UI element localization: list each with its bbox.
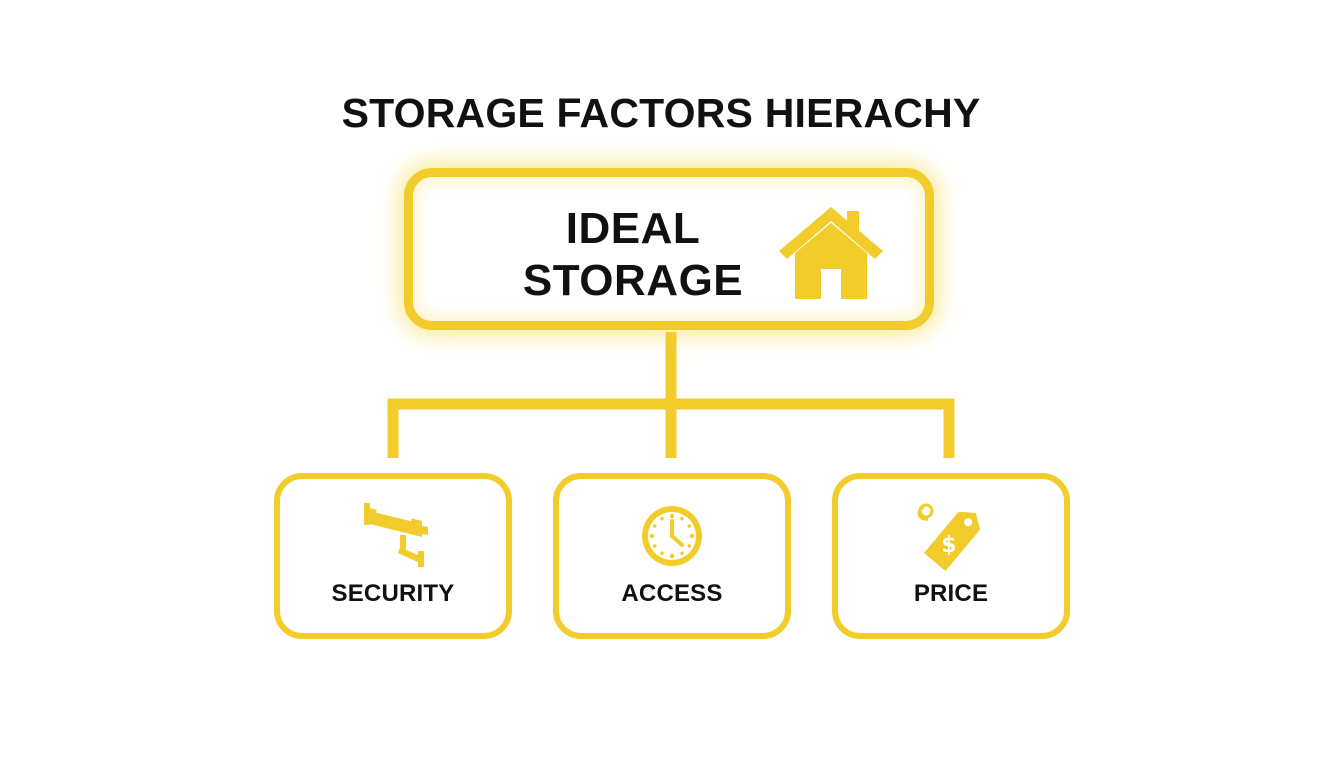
root-label-line2: STORAGE — [522, 256, 744, 305]
security-camera-icon — [364, 503, 428, 567]
child-node-access: ACCESS — [553, 473, 791, 639]
clock-icon — [642, 506, 702, 566]
root-node-label: IDEAL STORAGE — [503, 203, 763, 307]
child-node-price: $ PRICE — [832, 473, 1070, 639]
root-node-ideal-storage: IDEAL STORAGE — [404, 168, 934, 330]
root-label-line1: IDEAL — [565, 204, 701, 253]
child-node-label: ACCESS — [621, 580, 723, 607]
svg-text:$: $ — [941, 533, 956, 558]
child-node-security: SECURITY — [274, 473, 512, 639]
house-icon — [779, 207, 883, 299]
child-node-label: PRICE — [913, 580, 989, 607]
child-node-label: SECURITY — [331, 580, 455, 607]
diagram-title: STORAGE FACTORS HIERACHY — [341, 90, 981, 136]
price-tag-icon: $ — [917, 503, 981, 571]
